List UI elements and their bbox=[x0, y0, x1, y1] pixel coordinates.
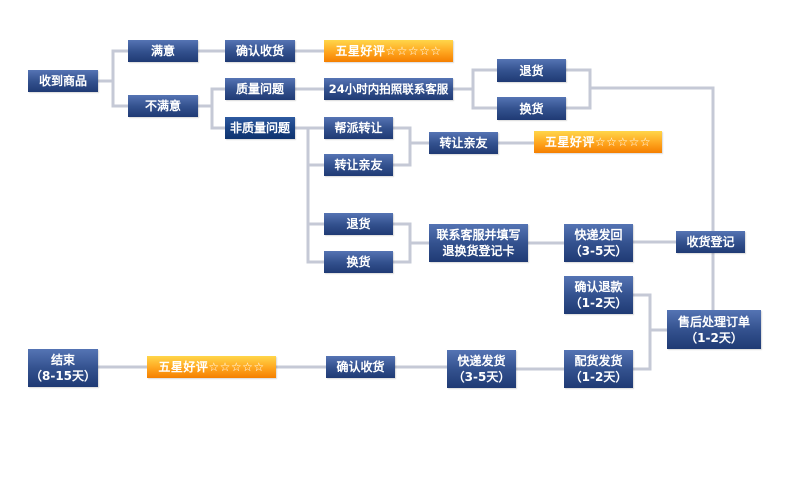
node-guild-transfer: 帮派转让 bbox=[324, 117, 393, 139]
node-five-star-review: 五星好评☆☆☆☆☆ bbox=[147, 356, 276, 378]
node-line: 退换货登记卡 bbox=[442, 244, 515, 258]
node-line: 售后处理订单 bbox=[677, 314, 750, 329]
node-exchange: 换货 bbox=[497, 97, 566, 120]
node-contact-24h: 24小时内拍照联系客服 bbox=[324, 78, 453, 100]
node-confirm-receipt: 确认收货 bbox=[225, 40, 295, 62]
node-line: 结束 bbox=[50, 353, 75, 367]
node-line: （1-2天） bbox=[569, 296, 628, 310]
node-confirm-receipt: 确认收货 bbox=[326, 356, 395, 378]
node-return: 退货 bbox=[497, 59, 566, 82]
connector bbox=[111, 49, 128, 108]
node-return: 退货 bbox=[324, 213, 393, 235]
node-line: （1-2天） bbox=[569, 370, 628, 384]
node-dispatch: 配货发货 （1-2天） bbox=[564, 350, 633, 388]
node-line: 确认退款 bbox=[574, 280, 623, 294]
connector bbox=[210, 87, 225, 130]
node-satisfied: 满意 bbox=[128, 40, 198, 62]
node-line: 联系客服并填写 bbox=[436, 228, 521, 242]
node-line: （8-15天） bbox=[29, 369, 97, 383]
connector bbox=[633, 293, 652, 371]
connector bbox=[393, 222, 412, 264]
node-confirm-refund: 确认退款 （1-2天） bbox=[564, 276, 633, 314]
node-line: （3-5天） bbox=[569, 244, 628, 258]
node-line: （3-5天） bbox=[452, 370, 511, 384]
node-unsatisfied: 不满意 bbox=[128, 95, 198, 117]
connector bbox=[471, 68, 497, 110]
node-end: 结束 （8-15天） bbox=[28, 349, 98, 387]
connector bbox=[393, 126, 412, 167]
connector bbox=[566, 68, 592, 110]
node-transfer-friends: 转让亲友 bbox=[429, 132, 498, 154]
node-exchange: 换货 bbox=[324, 251, 393, 273]
node-receive-register: 收货登记 bbox=[676, 231, 745, 253]
node-received: 收到商品 bbox=[28, 70, 98, 92]
node-five-star-review: 五星好评☆☆☆☆☆ bbox=[534, 131, 662, 153]
node-non-quality-issue: 非质量问题 bbox=[225, 117, 295, 139]
node-ship-back: 快递发回 （3-5天） bbox=[564, 224, 633, 262]
node-after-sale-order: 售后处理订单 （1-2天） bbox=[667, 310, 761, 349]
node-express-ship: 快递发货 （3-5天） bbox=[447, 350, 516, 388]
node-line: 快递发货 bbox=[457, 354, 506, 368]
node-line: 快递发回 bbox=[574, 228, 623, 242]
connector bbox=[306, 126, 324, 264]
node-transfer-friends: 转让亲友 bbox=[324, 154, 393, 176]
node-line: （1-2天） bbox=[685, 330, 743, 345]
node-line: 配货发货 bbox=[574, 354, 623, 368]
node-quality-issue: 质量问题 bbox=[225, 78, 295, 100]
node-contact-fill-card: 联系客服并填写 退换货登记卡 bbox=[429, 224, 528, 262]
node-five-star-review: 五星好评☆☆☆☆☆ bbox=[324, 40, 453, 62]
